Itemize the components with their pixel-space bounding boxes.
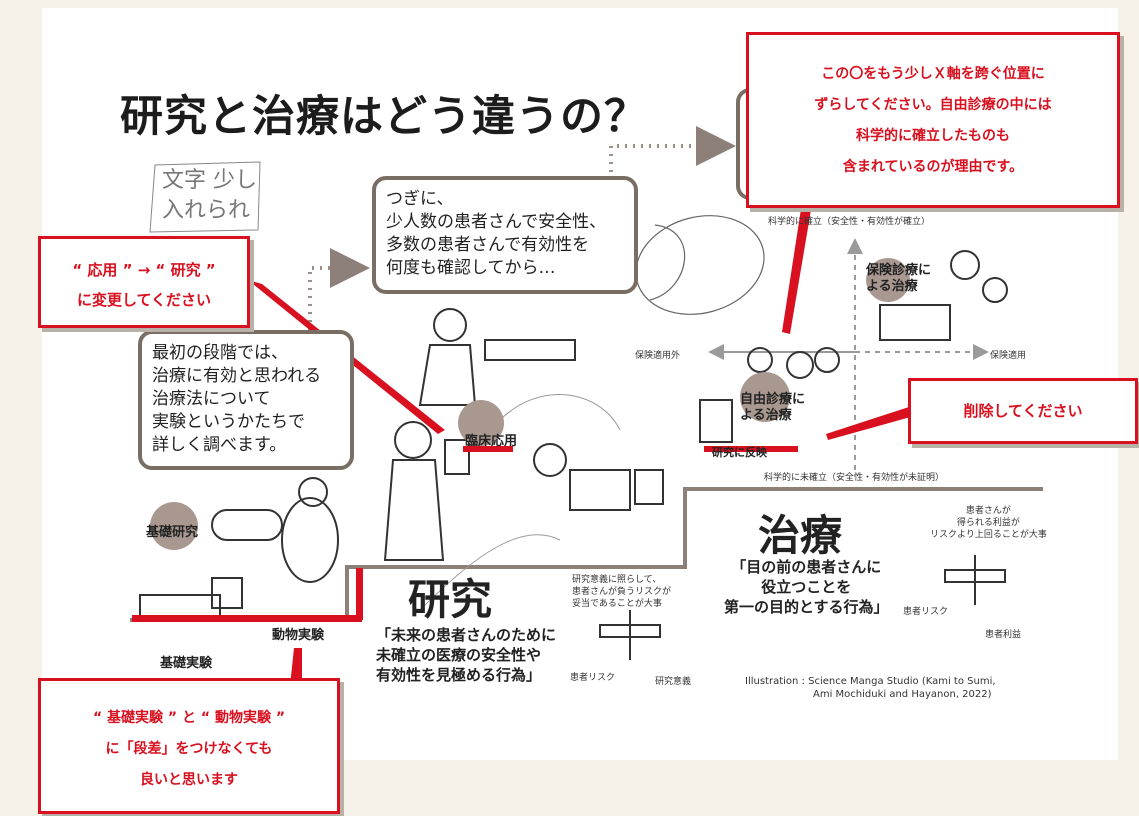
highlight-research-feedback	[704, 446, 798, 452]
label-clinical-application: 臨床応用	[465, 434, 518, 449]
axis-label-bottom: 科学的に未確立（安全性・有効性が未証明）	[764, 473, 945, 483]
insurance-line: 保険診療に	[866, 263, 932, 278]
box-next-line: 多数の患者さんで有効性を	[386, 235, 590, 255]
treatment-scale-note: 患者さんが 得られる利益が リスクより上回ることが大事	[930, 505, 1047, 541]
annotation-top-line: この〇をもう少しＸ軸を跨ぐ位置に	[821, 66, 1045, 82]
treatment-note-line: リスクより上回ることが大事	[930, 530, 1047, 540]
label-animal-experiment: 動物実験	[272, 628, 325, 643]
basic-research-circle	[150, 502, 198, 550]
box-first-line: 治療に有効と思われる	[152, 366, 322, 386]
stair-riser-2	[683, 487, 687, 569]
stair-riser-1	[345, 565, 349, 621]
insurance-circle	[866, 258, 910, 302]
research-heading: 研究	[408, 575, 493, 624]
box-first-stage: 最初の段階では、 治療に有効と思われる 治療法について 実験というかたちで 詳し…	[138, 330, 354, 470]
treatment-scale-right: 患者利益	[985, 630, 1022, 640]
highlight-riser	[356, 568, 363, 620]
box-next-line: つぎに、	[386, 189, 454, 209]
treatment-scale-left: 患者リスク	[903, 607, 949, 617]
highlight-clinical	[463, 446, 513, 452]
research-subtitle-line: 「未来の患者さんのために	[376, 626, 557, 644]
box-first-line: 実験というかたちで	[152, 412, 305, 432]
annotation-top-line: ずらしてください。自由診療の中には	[814, 97, 1052, 113]
axis-label-left: 保険適用外	[635, 351, 681, 361]
credit-line: Ami Mochiduki and Hayanon, 2022)	[813, 689, 992, 700]
research-subtitle: 「未来の患者さんのために 未確立の医療の安全性や 有効性を見極める行為」	[376, 625, 556, 685]
annotation-top-line: 科学的に確立したものも	[856, 128, 1010, 144]
axis-label-right: 保険適用	[990, 351, 1027, 361]
clinical-application-circle	[458, 400, 504, 446]
box-first-line: 詳しく調べます。	[152, 435, 287, 455]
annotation-bottom-line: “ 基礎実験 ” と “ 動物実験 ”	[92, 710, 286, 726]
box-next-stage: つぎに、 少人数の患者さんで安全性、 多数の患者さんで有効性を 何度も確認してか…	[372, 176, 638, 294]
highlight-basic-line	[132, 615, 362, 622]
treatment-subtitle-line: 「目の前の患者さんに	[731, 558, 882, 576]
free-line: 自由診療に	[740, 392, 806, 407]
handwritten-note: 文字 少し 入れられ	[162, 168, 257, 223]
credit-line: Illustration : Science Manga Studio (Kam…	[745, 676, 996, 687]
stair-tread-2	[683, 487, 1043, 491]
label-basic-experiment: 基礎実験	[160, 656, 213, 671]
annotation-left-line: に変更してください	[76, 291, 212, 309]
annotation-right: 削除してください	[908, 378, 1138, 444]
box-first-line: 治療法について	[152, 389, 271, 409]
annotation-top-right: この〇をもう少しＸ軸を跨ぐ位置に ずらしてください。自由診療の中には 科学的に確…	[746, 32, 1120, 208]
free-treatment-label: 自由診療に よる治療	[740, 392, 805, 424]
box-next-line: 何度も確認してから…	[386, 258, 556, 278]
annotation-bottom-line: に「段差」をつけなくても	[105, 741, 273, 757]
annotation-bottom: “ 基礎実験 ” と “ 動物実験 ” に「段差」をつけなくても 良いと思います	[38, 678, 340, 814]
box-first-line: 最初の段階では、	[152, 343, 288, 363]
research-scale-note: 研究意義に照らして、 患者さんが負うリスクが 妥当であることが大事	[572, 574, 671, 610]
leader-top	[782, 196, 813, 334]
research-scale-right: 研究意義	[655, 677, 692, 687]
free-treatment-circle	[740, 372, 790, 422]
axis-label-top: 科学的に確立（安全性・有効性が確立）	[768, 217, 931, 227]
illustration-credit: Illustration : Science Manga Studio (Kam…	[745, 675, 996, 701]
research-scale-left: 患者リスク	[570, 673, 616, 683]
treatment-note-line: 得られる利益が	[956, 518, 1020, 528]
annotation-bottom-line: 良いと思います	[140, 772, 238, 788]
treatment-subtitle: 「目の前の患者さんに 役立つことを 第一の目的とする行為」	[724, 557, 889, 617]
annotation-left: “ 応用 ” → “ 研究 ” に変更してください	[38, 236, 250, 328]
leader-right	[826, 406, 914, 440]
annotation-left-line: “ 応用 ” → “ 研究 ”	[72, 261, 216, 279]
research-subtitle-line: 有効性を見極める行為」	[376, 666, 542, 684]
box-next-line: 少人数の患者さんで安全性、	[386, 212, 607, 232]
research-subtitle-line: 未確立の医療の安全性や	[376, 646, 542, 664]
insurance-treatment-label: 保険診療に よる治療	[866, 263, 931, 295]
research-note-line: 患者さんが負うリスクが	[572, 587, 672, 597]
research-note-line: 研究意義に照らして、	[572, 575, 662, 585]
treatment-note-line: 患者さんが	[965, 506, 1011, 516]
insurance-line: よる治療	[866, 279, 918, 294]
poster-title: 研究と治療はどう違うの？	[120, 92, 648, 142]
annotation-top-line: 含まれているのが理由です。	[842, 159, 1024, 175]
treatment-subtitle-line: 第一の目的とする行為」	[724, 598, 889, 616]
stair-tread-1	[345, 565, 687, 569]
treatment-subtitle-line: 役立つことを	[761, 578, 852, 596]
treatment-heading: 治療	[758, 511, 843, 560]
research-feedback-label: 研究に反映	[712, 446, 767, 459]
label-basic-research: 基礎研究	[146, 525, 199, 540]
research-note-line: 妥当であることが大事	[572, 599, 662, 609]
free-line: よる治療	[740, 408, 792, 423]
